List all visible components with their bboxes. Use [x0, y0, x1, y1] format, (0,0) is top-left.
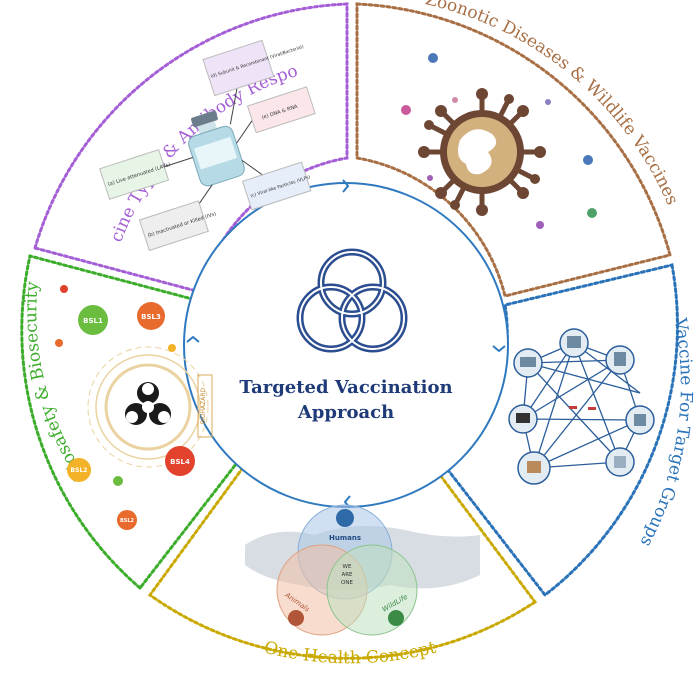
bsl2-small-label: BSL2: [120, 518, 135, 524]
segment-zoonotic-border: [355, 2, 672, 298]
target-groups-network: [508, 328, 655, 485]
we-are-one-line2: ARE: [341, 572, 353, 578]
arrow-left-icon: [186, 335, 200, 343]
segment-title-one-health: One Health Concept: [262, 638, 438, 669]
bsl1-label: BSL1: [83, 317, 103, 325]
we-are-one-line1: WE: [343, 564, 352, 570]
one-health-humans: Humans: [329, 534, 361, 542]
biohazard-label: BIOHAZARD: [200, 388, 207, 425]
biosafety-illustration: BIOHAZARD BSL1 BSL3 BSL4 BSL2 BSL2: [55, 285, 213, 530]
one-health-illustration: Humans Animals WildLife WE ARE ONE: [245, 504, 480, 636]
biohazard-icon: [125, 382, 171, 425]
bsl4-label: BSL4: [170, 458, 190, 466]
vaccine-vial-icon: [188, 110, 245, 187]
center-title-line1: Targeted Vaccination: [239, 377, 452, 398]
segment-vaccine-types-border: [33, 2, 349, 294]
arrow-right-icon: [492, 345, 506, 353]
segment-title-biosafety: Biosafety & Biosecurity: [21, 280, 89, 484]
small-virus-icons: [401, 53, 597, 229]
arrow-top-icon: [342, 179, 350, 193]
bsl3-label: BSL3: [141, 313, 161, 321]
bsl2-label: BSL2: [71, 467, 88, 474]
zoonotic-illustration: [401, 53, 597, 229]
we-are-one-line3: ONE: [341, 580, 353, 586]
center-title-line2: Approach: [297, 402, 394, 423]
